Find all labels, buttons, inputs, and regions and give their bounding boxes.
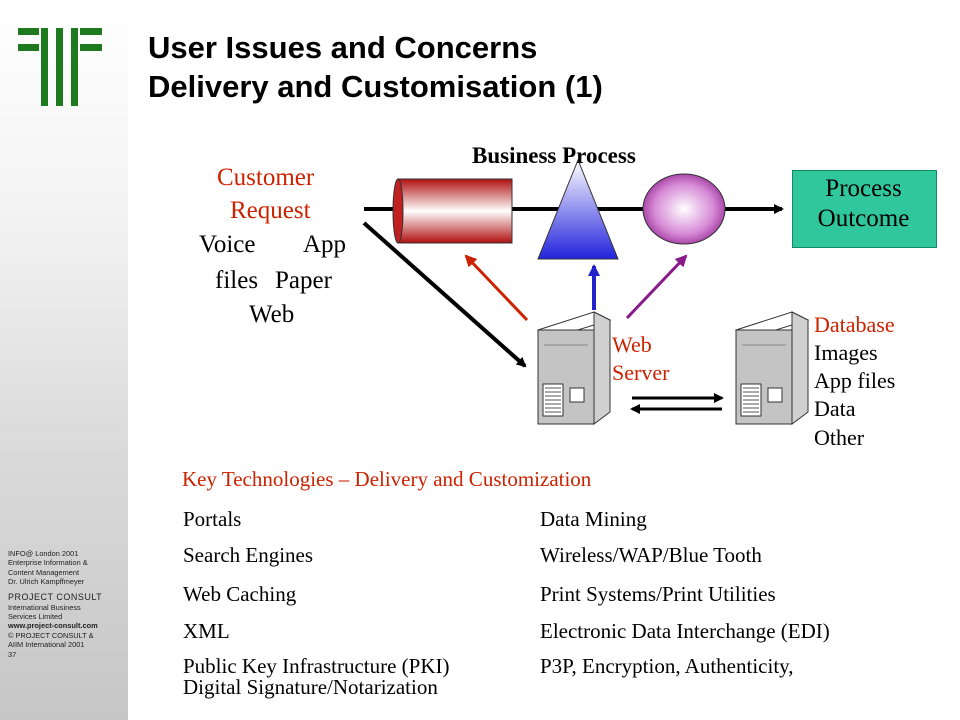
tech-right-edi: Electronic Data Interchange (EDI) (540, 619, 830, 643)
tech-left-pki: Public Key Infrastructure (PKI) (183, 654, 450, 678)
business-process-label: Business Process (472, 143, 636, 168)
company-line: International Business (8, 602, 81, 612)
red-feedback-arrow (464, 254, 529, 322)
tech-right-wireless: Wireless/WAP/Blue Tooth (540, 543, 762, 567)
tech-right-print-systems: Print Systems/Print Utilities (540, 582, 776, 606)
database-label: Database (814, 312, 895, 337)
database-item-other: Other (814, 425, 865, 450)
tech-left-xml: XML (183, 619, 230, 643)
slide-title-line-2: Delivery and Customisation (1) (148, 69, 603, 104)
sidebar: INFO@ London 2001 Enterprise Information… (0, 0, 128, 720)
web-server-label-2: Server (612, 360, 670, 385)
database-item-app-files: App files (814, 368, 896, 393)
tech-left-web-caching: Web Caching (183, 582, 297, 606)
tech-left-search-engines: Search Engines (183, 543, 314, 567)
company-url: www.project-consult.com (8, 621, 98, 631)
process-triangle-shape (537, 158, 619, 260)
channel-app: App (303, 231, 347, 258)
channel-web: Web (249, 301, 295, 328)
sidebar-info-line: Content Management (8, 567, 80, 577)
sidebar-info-line: INFO@ London 2001 (8, 549, 79, 558)
tech-right-p3p: P3P, Encryption, Authenticity, (540, 654, 794, 678)
customer-request-label-2: Request (230, 197, 311, 224)
web-server-icon (536, 311, 612, 425)
sidebar-info-line: Dr. Ulrich Kampffmeyer (8, 577, 85, 587)
channel-voice: Voice (199, 231, 256, 258)
channel-files: files (215, 267, 259, 294)
tech-left-digital-signature: Digital Signature/Notarization (183, 675, 438, 699)
slide-title-line-1: User Issues and Concerns (148, 30, 538, 65)
web-server-label-1: Web (612, 332, 652, 357)
customer-request-label-1: Customer (217, 164, 315, 191)
process-cylinder-shape (392, 178, 513, 244)
sidebar-info: INFO@ London 2001 Enterprise Information… (8, 549, 128, 659)
process-outcome-line-2: Outcome (817, 205, 910, 232)
company-name: PROJECT CONSULT (8, 591, 103, 602)
company-line: Services Limited (8, 612, 63, 622)
process-ellipse-shape (642, 173, 726, 245)
database-item-data: Data (814, 396, 856, 421)
request-to-server-arrow (362, 221, 527, 368)
purple-feedback-arrow (625, 254, 688, 320)
copyright-line: AIIM International 2001 (8, 640, 85, 650)
tech-right-data-mining: Data Mining (540, 507, 647, 531)
tech-left-portals: Portals (183, 507, 242, 531)
process-outcome-line-1: Process (825, 175, 902, 202)
database-item-images: Images (814, 340, 878, 365)
company-logo (18, 28, 102, 106)
sidebar-info-line: Enterprise Information & (8, 558, 88, 568)
channel-paper: Paper (275, 267, 332, 294)
copyright-line: © PROJECT CONSULT & (8, 630, 94, 640)
process-outcome-box (792, 170, 937, 248)
key-technologies-title: Key Technologies – Delivery and Customiz… (182, 467, 592, 491)
database-server-icon (734, 311, 810, 425)
process-outcome-label: Process Outcome (792, 174, 935, 234)
page-number: 37 (8, 649, 17, 659)
